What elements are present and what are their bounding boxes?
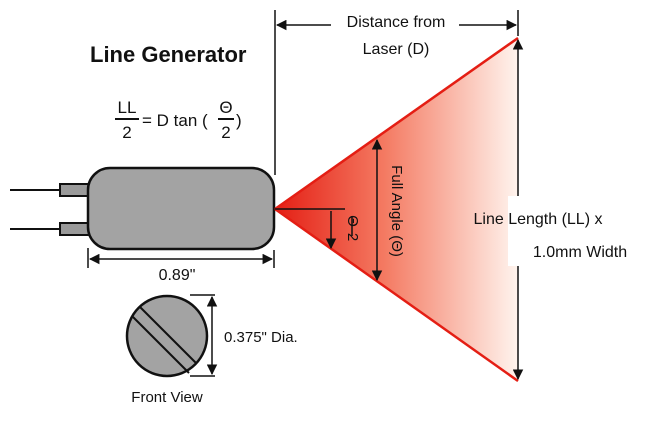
- front-view: 0.375" Dia. Front View: [125, 294, 298, 406]
- diagram-title: Line Generator: [90, 42, 247, 67]
- formula-denominator: 2: [122, 123, 131, 142]
- diameter-label: 0.375" Dia.: [224, 329, 298, 346]
- half-angle-denominator: 2: [344, 233, 361, 241]
- formula-close-paren: ): [236, 111, 242, 130]
- line-length-label-line2: 1.0mm Width: [533, 244, 627, 261]
- half-angle-dimension: Θ 2: [325, 211, 361, 250]
- formula-numerator: LL: [118, 98, 137, 117]
- line-length-label-bg: [508, 196, 648, 266]
- formula-middle: = D tan (: [142, 111, 208, 130]
- front-view-circle: [125, 294, 209, 378]
- full-angle-dimension: Full Angle (Θ): [371, 138, 405, 282]
- front-view-slot-edge-a: [139, 306, 197, 364]
- full-angle-label: Full Angle (Θ): [388, 165, 405, 257]
- beam-edges: [274, 36, 519, 383]
- front-view-label: Front View: [131, 389, 203, 406]
- line-length-dimension: Line Length (LL) x 1.0mm Width: [474, 38, 648, 381]
- laser-module: [10, 166, 276, 251]
- laser-body: [86, 166, 276, 251]
- formula: LL 2 = D tan ( Θ 2 ): [115, 98, 242, 142]
- formula-theta-denominator: 2: [221, 123, 230, 142]
- distance-label-line2: Laser (D): [363, 41, 430, 58]
- laser-beam-fan: [275, 38, 518, 381]
- formula-theta-numerator: Θ: [219, 98, 232, 117]
- front-view-slot-edge-b: [132, 316, 190, 374]
- distance-dimension: Distance from Laser (D): [274, 10, 519, 175]
- body-length-dimension: 0.89": [87, 248, 275, 284]
- distance-label-line1: Distance from: [347, 14, 446, 31]
- body-length-label: 0.89": [159, 267, 196, 284]
- line-length-label-line1: Line Length (LL) x: [474, 211, 603, 228]
